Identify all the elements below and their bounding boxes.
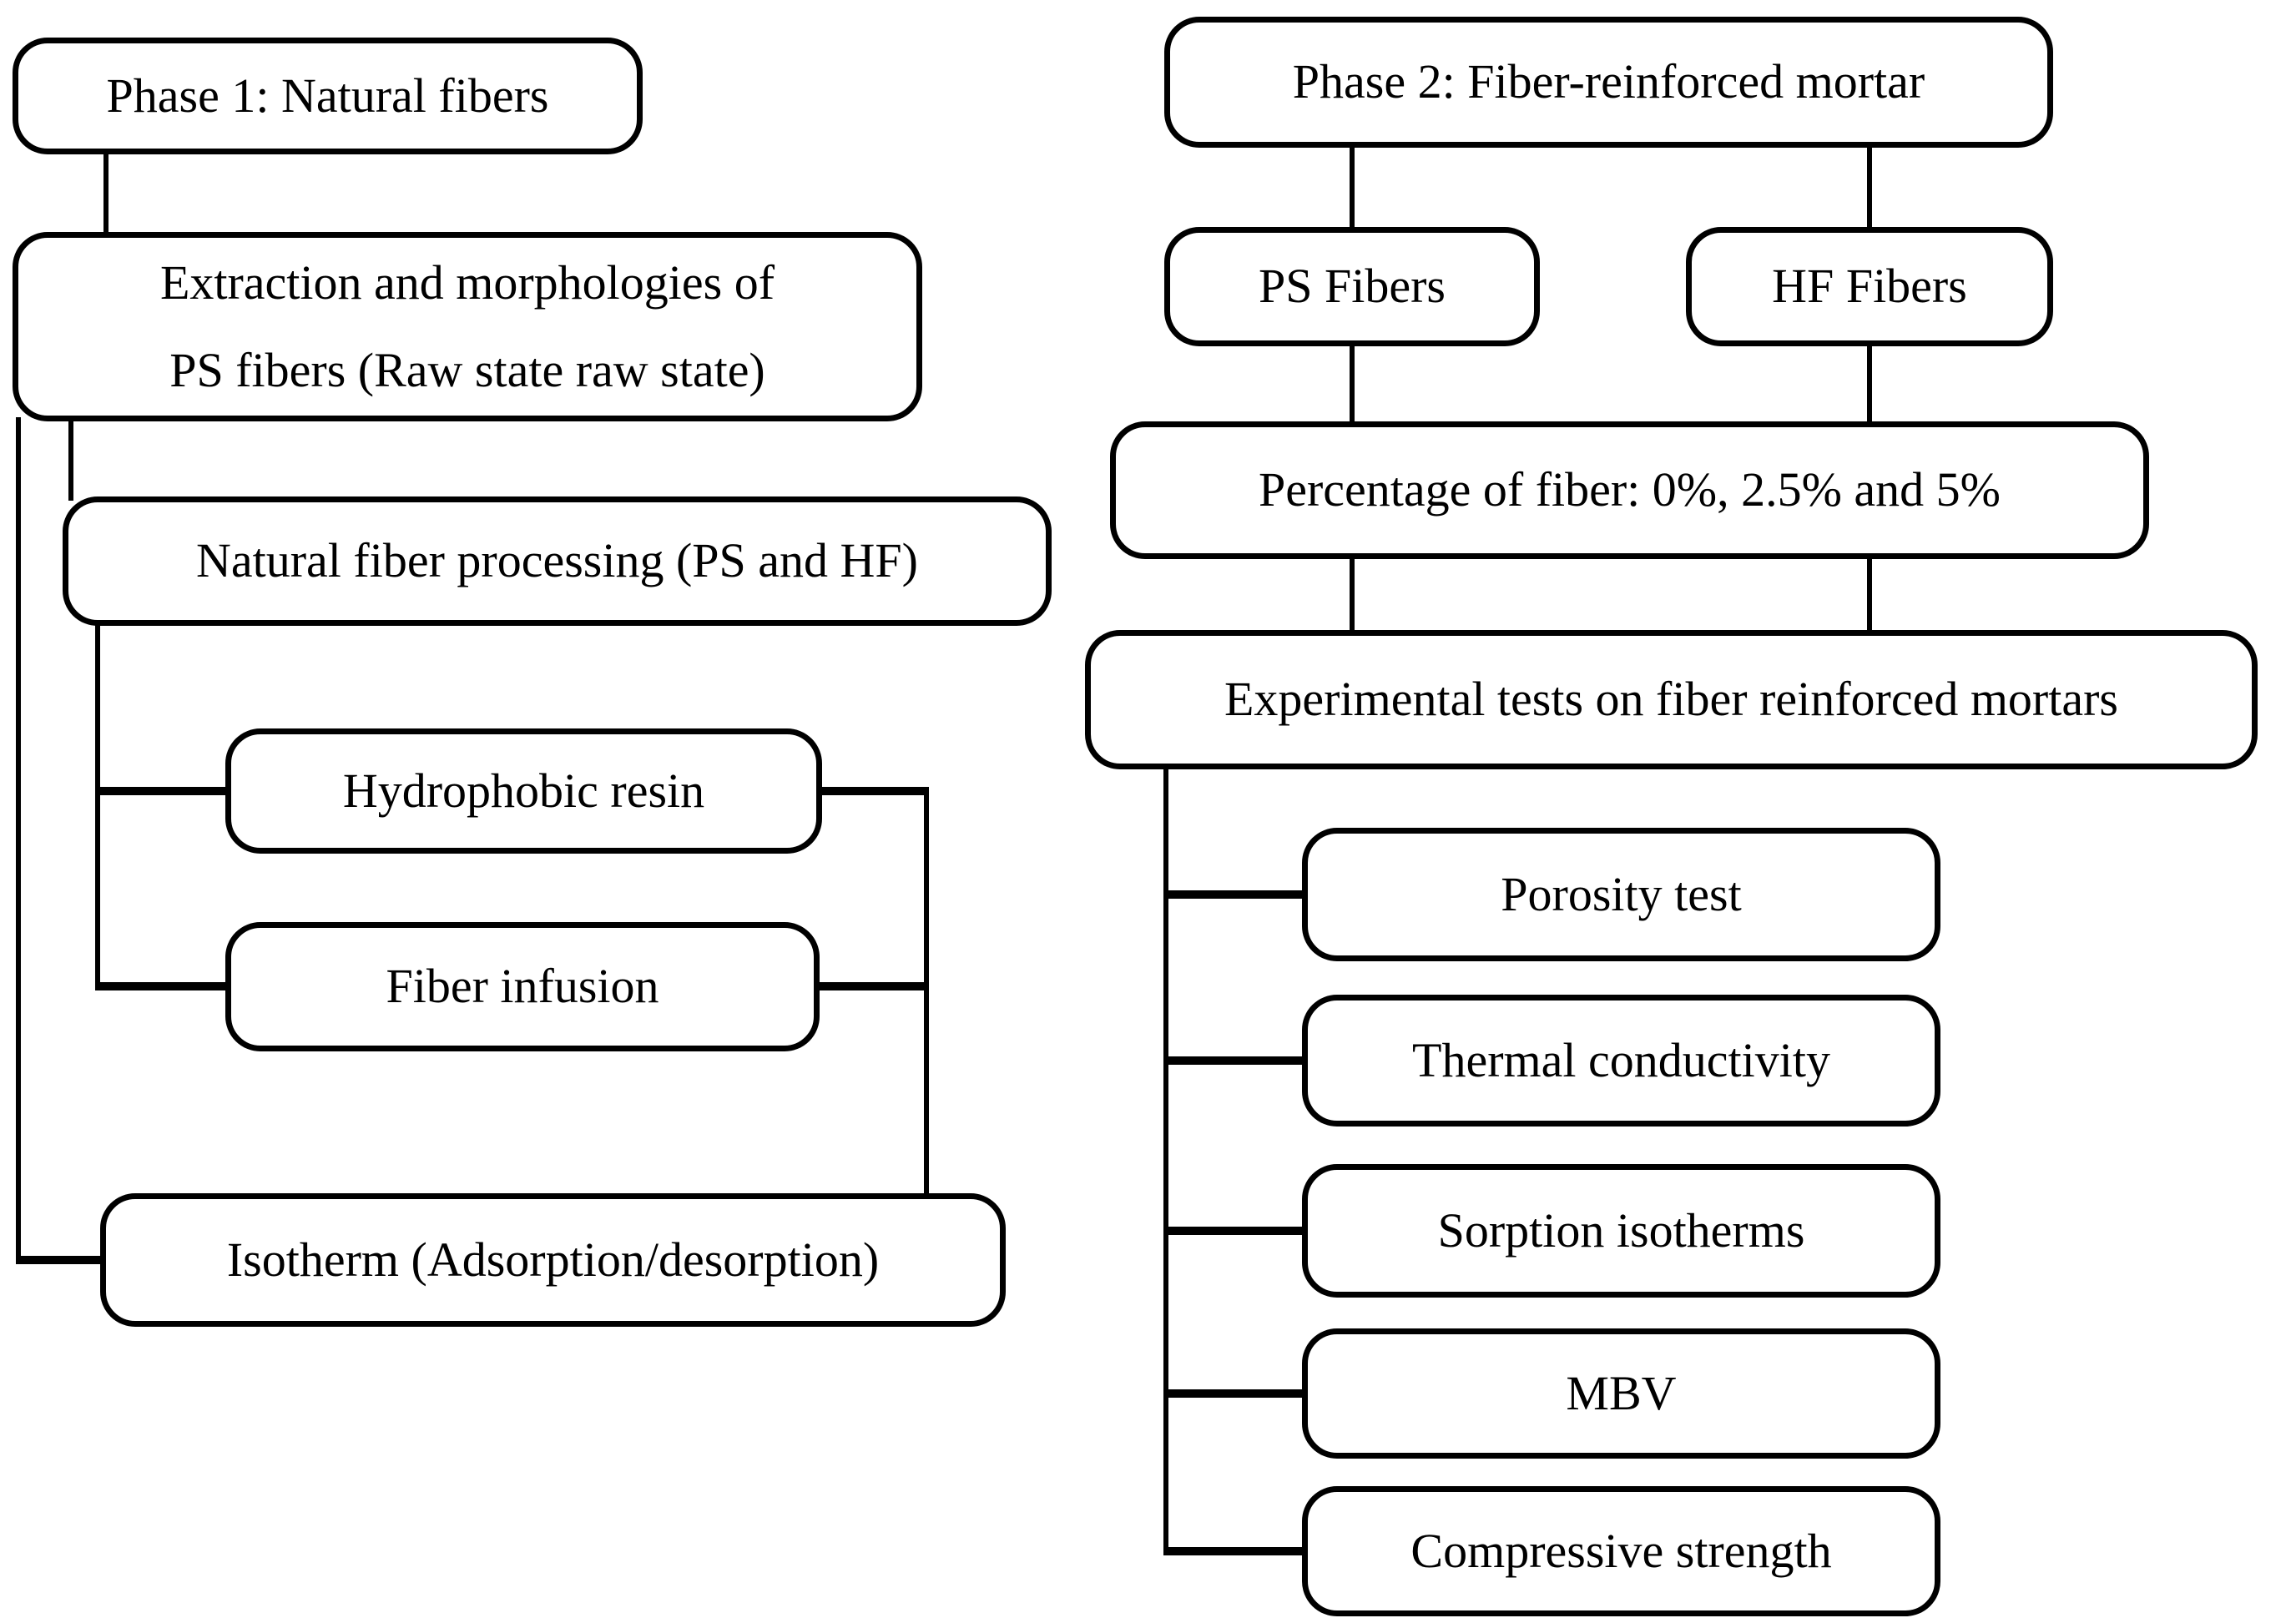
node-thermal-conductivity: Thermal conductivity <box>1302 995 1940 1127</box>
phase2-title-label: Phase 2: Fiber-reinforced mortar <box>1292 54 1925 109</box>
fiber-percentage-label: Percentage of fiber: 0%, 2.5% and 5% <box>1258 462 2001 517</box>
node-hydrophobic-resin: Hydrophobic resin <box>225 728 822 854</box>
ps-fibers-label: PS Fibers <box>1258 259 1446 314</box>
node-phase2-title: Phase 2: Fiber-reinforced mortar <box>1164 17 2053 148</box>
extraction-label: Extraction and morphologies of PS fibers… <box>160 239 775 414</box>
node-fiber-processing: Natural fiber processing (PS and HF) <box>63 496 1052 626</box>
node-compressive-strength: Compressive strength <box>1302 1486 1940 1616</box>
node-isotherm: Isotherm (Adsorption/desorption) <box>100 1193 1006 1327</box>
extraction-label-line1: Extraction and morphologies of <box>159 255 775 310</box>
extraction-label-line2: PS fibers (Raw state raw state) <box>169 342 765 397</box>
fiber-processing-label: Natural fiber processing (PS and HF) <box>196 533 918 588</box>
hf-fibers-label: HF Fibers <box>1772 259 1967 314</box>
experimental-tests-label: Experimental tests on fiber reinforced m… <box>1224 672 2118 727</box>
node-sorption-isotherms: Sorption isotherms <box>1302 1164 1940 1298</box>
fiber-infusion-label: Fiber infusion <box>386 959 659 1014</box>
node-porosity-test: Porosity test <box>1302 828 1940 961</box>
node-extraction: Extraction and morphologies of PS fibers… <box>13 232 922 421</box>
node-experimental-tests: Experimental tests on fiber reinforced m… <box>1085 630 2258 769</box>
compressive-strength-label: Compressive strength <box>1410 1523 1832 1578</box>
node-mbv: MBV <box>1302 1328 1940 1459</box>
node-fiber-infusion: Fiber infusion <box>225 922 820 1051</box>
sorption-isotherms-label: Sorption isotherms <box>1437 1202 1805 1258</box>
porosity-test-label: Porosity test <box>1501 866 1742 921</box>
node-hf-fibers: HF Fibers <box>1686 227 2053 346</box>
isotherm-label: Isotherm (Adsorption/desorption) <box>226 1232 880 1287</box>
node-fiber-percentage: Percentage of fiber: 0%, 2.5% and 5% <box>1110 421 2149 559</box>
node-phase1-title: Phase 1: Natural fibers <box>13 38 643 154</box>
thermal-conductivity-label: Thermal conductivity <box>1412 1032 1830 1087</box>
node-ps-fibers: PS Fibers <box>1164 227 1540 346</box>
mbv-label: MBV <box>1566 1365 1677 1420</box>
hydrophobic-resin-label: Hydrophobic resin <box>342 763 705 818</box>
phase1-title-label: Phase 1: Natural fibers <box>106 68 549 123</box>
